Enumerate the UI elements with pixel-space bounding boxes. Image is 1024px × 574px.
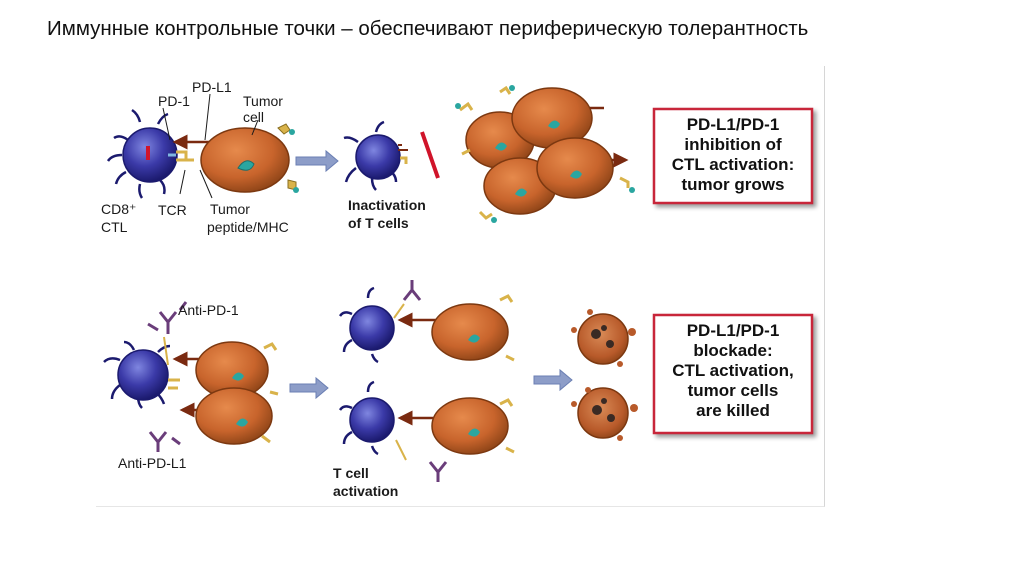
antibody-pd1-icon [147, 301, 188, 334]
box-bottom-line2: blockade: [693, 341, 772, 360]
label-anti-pdl1: Anti-PD-L1 [118, 455, 187, 471]
tcell-activated-2 [338, 380, 407, 461]
inhibition-signal-icon [146, 146, 150, 160]
label-pdl1: PD-L1 [192, 79, 232, 95]
label-inactivation-line1: Inactivation [348, 197, 426, 213]
box-bottom-line5: are killed [696, 401, 770, 420]
tcell-bottom-left [103, 336, 180, 409]
result-box-top: PD-L1/PD-1 inhibition of CTL activation:… [652, 107, 814, 205]
label-activation-line2: activation [333, 483, 398, 499]
antibody-pdl1-mid-icon [428, 461, 448, 482]
flow-arrow-top [295, 149, 339, 173]
dying-tumor-cell-1 [571, 309, 636, 367]
box-top-line1: PD-L1/PD-1 [687, 115, 780, 134]
antibody-pdl1-icon [148, 431, 181, 452]
slide-title: Иммунные контрольные точки – обеспечиваю… [47, 17, 809, 40]
box-top-line3: CTL activation: [672, 155, 794, 174]
box-top-line4: tumor grows [682, 175, 785, 194]
label-tcr: TCR [158, 202, 187, 218]
label-cd8-line1: CD8⁺ [101, 201, 136, 217]
label-tumor-line2: cell [243, 109, 264, 125]
flow-arrow-bottom-1 [289, 376, 329, 400]
label-inactivation-line2: of T cells [348, 215, 409, 231]
tcell-inactivated [343, 120, 408, 191]
tumor-pair-bottom-left [195, 341, 279, 445]
tumor-cell-mid-2 [431, 397, 509, 455]
box-bottom-line4: tumor cells [688, 381, 779, 400]
label-peptide-line2: peptide/MHC [207, 219, 289, 235]
dying-tumor-cell-2 [571, 387, 638, 441]
tumor-cluster [455, 85, 635, 223]
label-tumor-line1: Tumor [243, 93, 283, 109]
bottom-panel: Anti-PD-1 Anti-PD-L1 [103, 280, 814, 499]
figure-frame [96, 66, 825, 507]
label-peptide-line1: Tumor [210, 201, 250, 217]
tcell-activated-1 [338, 280, 422, 364]
box-bottom-line1: PD-L1/PD-1 [687, 321, 780, 340]
flow-arrow-bottom-2 [533, 368, 573, 392]
tumor-cell-top [200, 123, 299, 193]
box-top-line2: inhibition of [684, 135, 782, 154]
label-anti-pd1: Anti-PD-1 [178, 302, 239, 318]
label-cd8-line2: CTL [101, 219, 128, 235]
label-pd1: PD-1 [158, 93, 190, 109]
box-bottom-line3: CTL activation, [672, 361, 794, 380]
tcell-top-left [106, 108, 178, 199]
result-box-bottom: PD-L1/PD-1 blockade: CTL activation, tum… [652, 313, 814, 435]
top-panel: PD-1 PD-L1 Tumor cell CD8⁺ CTL TCR Tumor… [101, 79, 814, 235]
label-activation-line1: T cell [333, 465, 369, 481]
tumor-cell-mid-1 [431, 303, 509, 361]
inhibition-bar [420, 131, 440, 179]
